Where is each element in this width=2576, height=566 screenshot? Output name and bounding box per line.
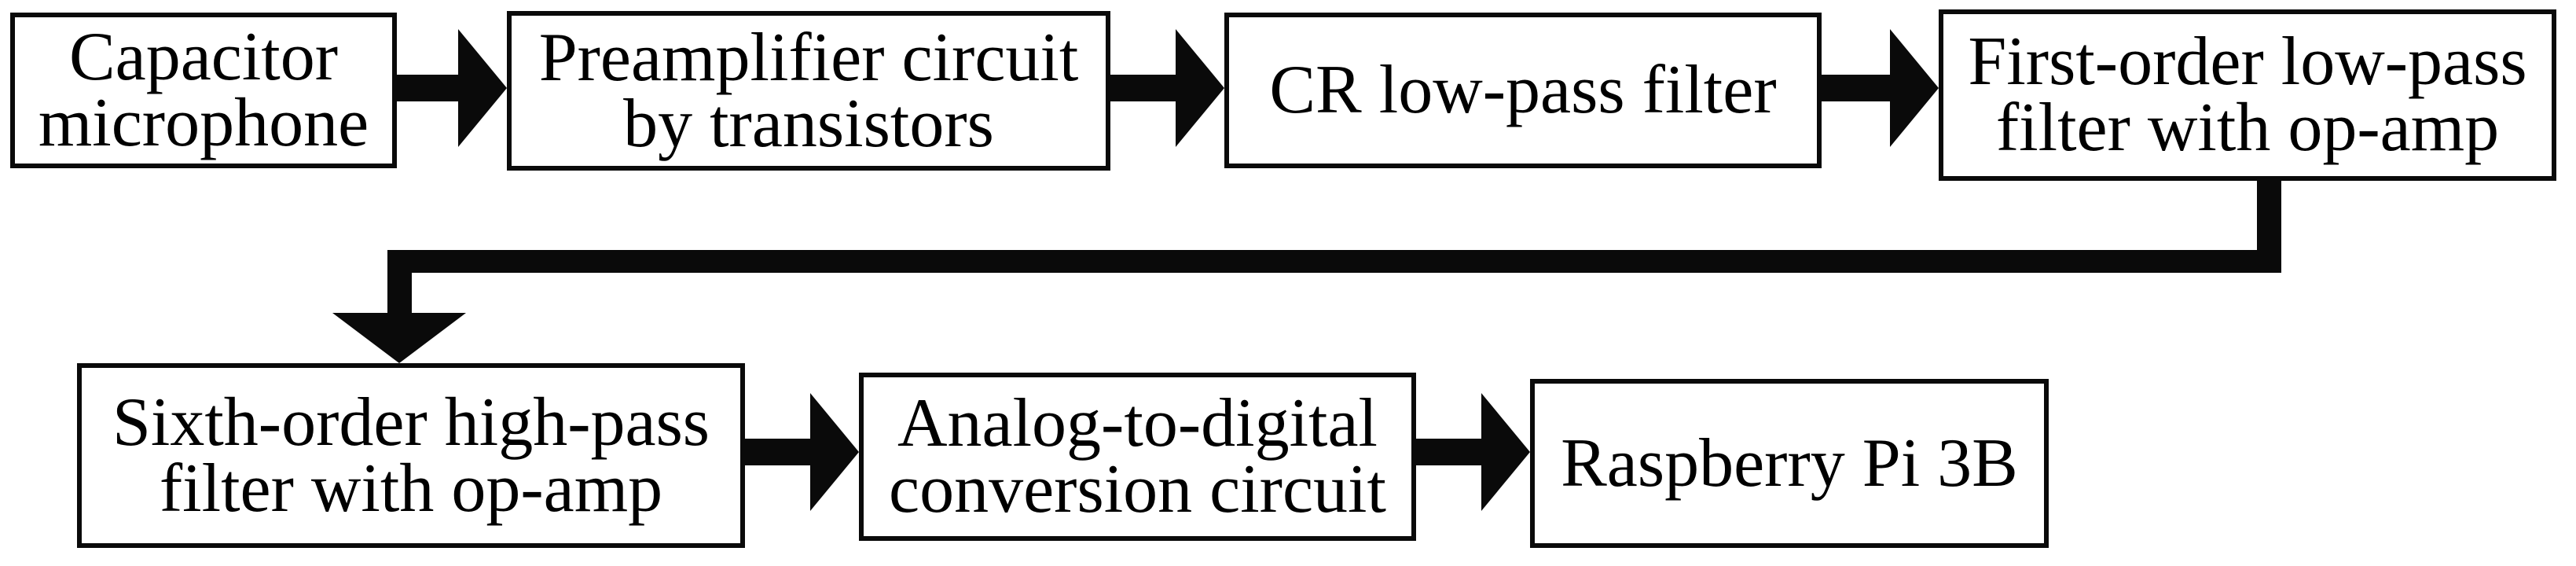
node-cr-low-pass-filter: CR low-pass filter bbox=[1224, 13, 1822, 168]
node-label-line: First-order low-pass bbox=[1968, 24, 2527, 101]
node-label-line: by transistors bbox=[623, 85, 994, 162]
node-label-line: conversion circuit bbox=[889, 451, 1386, 527]
flow-arrow-down-icon bbox=[332, 313, 466, 363]
node-raspberry-pi-3b: Raspberry Pi 3B bbox=[1530, 379, 2049, 548]
arrow-shaft bbox=[1822, 75, 1892, 101]
arrow-head bbox=[458, 29, 507, 147]
node-sixth-order-high-pass-filter: Sixth-order high-pass filter with op-amp bbox=[77, 363, 745, 548]
arrow-shaft bbox=[397, 75, 460, 101]
node-label-line: filter with op-amp bbox=[159, 450, 663, 527]
node-label-line: Analog-to-digital bbox=[897, 385, 1378, 462]
node-label-line: Preamplifier circuit bbox=[538, 19, 1079, 96]
node-label-line: filter with op-amp bbox=[1995, 90, 2500, 166]
flow-arrow-right-icon bbox=[397, 29, 507, 147]
arrow-shaft bbox=[1110, 75, 1177, 101]
arrow-head bbox=[1890, 29, 1939, 147]
arrow-head bbox=[810, 393, 859, 511]
arrow-head bbox=[1176, 29, 1224, 147]
node-label-line: microphone bbox=[38, 85, 369, 161]
node-label-line: Capacitor bbox=[68, 19, 339, 96]
node-preamplifier-circuit: Preamplifier circuit by transistors bbox=[507, 11, 1110, 171]
connector-down-segment bbox=[387, 273, 412, 313]
connector-horizontal-segment bbox=[387, 250, 2281, 273]
node-label-line: CR low-pass filter bbox=[1269, 52, 1777, 129]
node-capacitor-microphone: Capacitor microphone bbox=[10, 13, 397, 168]
flow-arrow-right-icon bbox=[1110, 29, 1224, 147]
flow-arrow-right-icon bbox=[745, 393, 859, 511]
flow-arrow-right-icon bbox=[1822, 29, 1939, 147]
arrow-shaft bbox=[745, 439, 812, 465]
node-adc-circuit: Analog-to-digital conversion circuit bbox=[859, 373, 1416, 541]
flow-arrow-right-icon bbox=[1416, 393, 1530, 511]
node-label-line: Raspberry Pi 3B bbox=[1561, 424, 2018, 502]
arrow-head bbox=[1481, 393, 1530, 511]
node-label-line: Sixth-order high-pass bbox=[112, 384, 710, 461]
arrow-shaft bbox=[1416, 439, 1483, 465]
node-first-order-low-pass-filter: First-order low-pass filter with op-amp bbox=[1939, 9, 2556, 181]
